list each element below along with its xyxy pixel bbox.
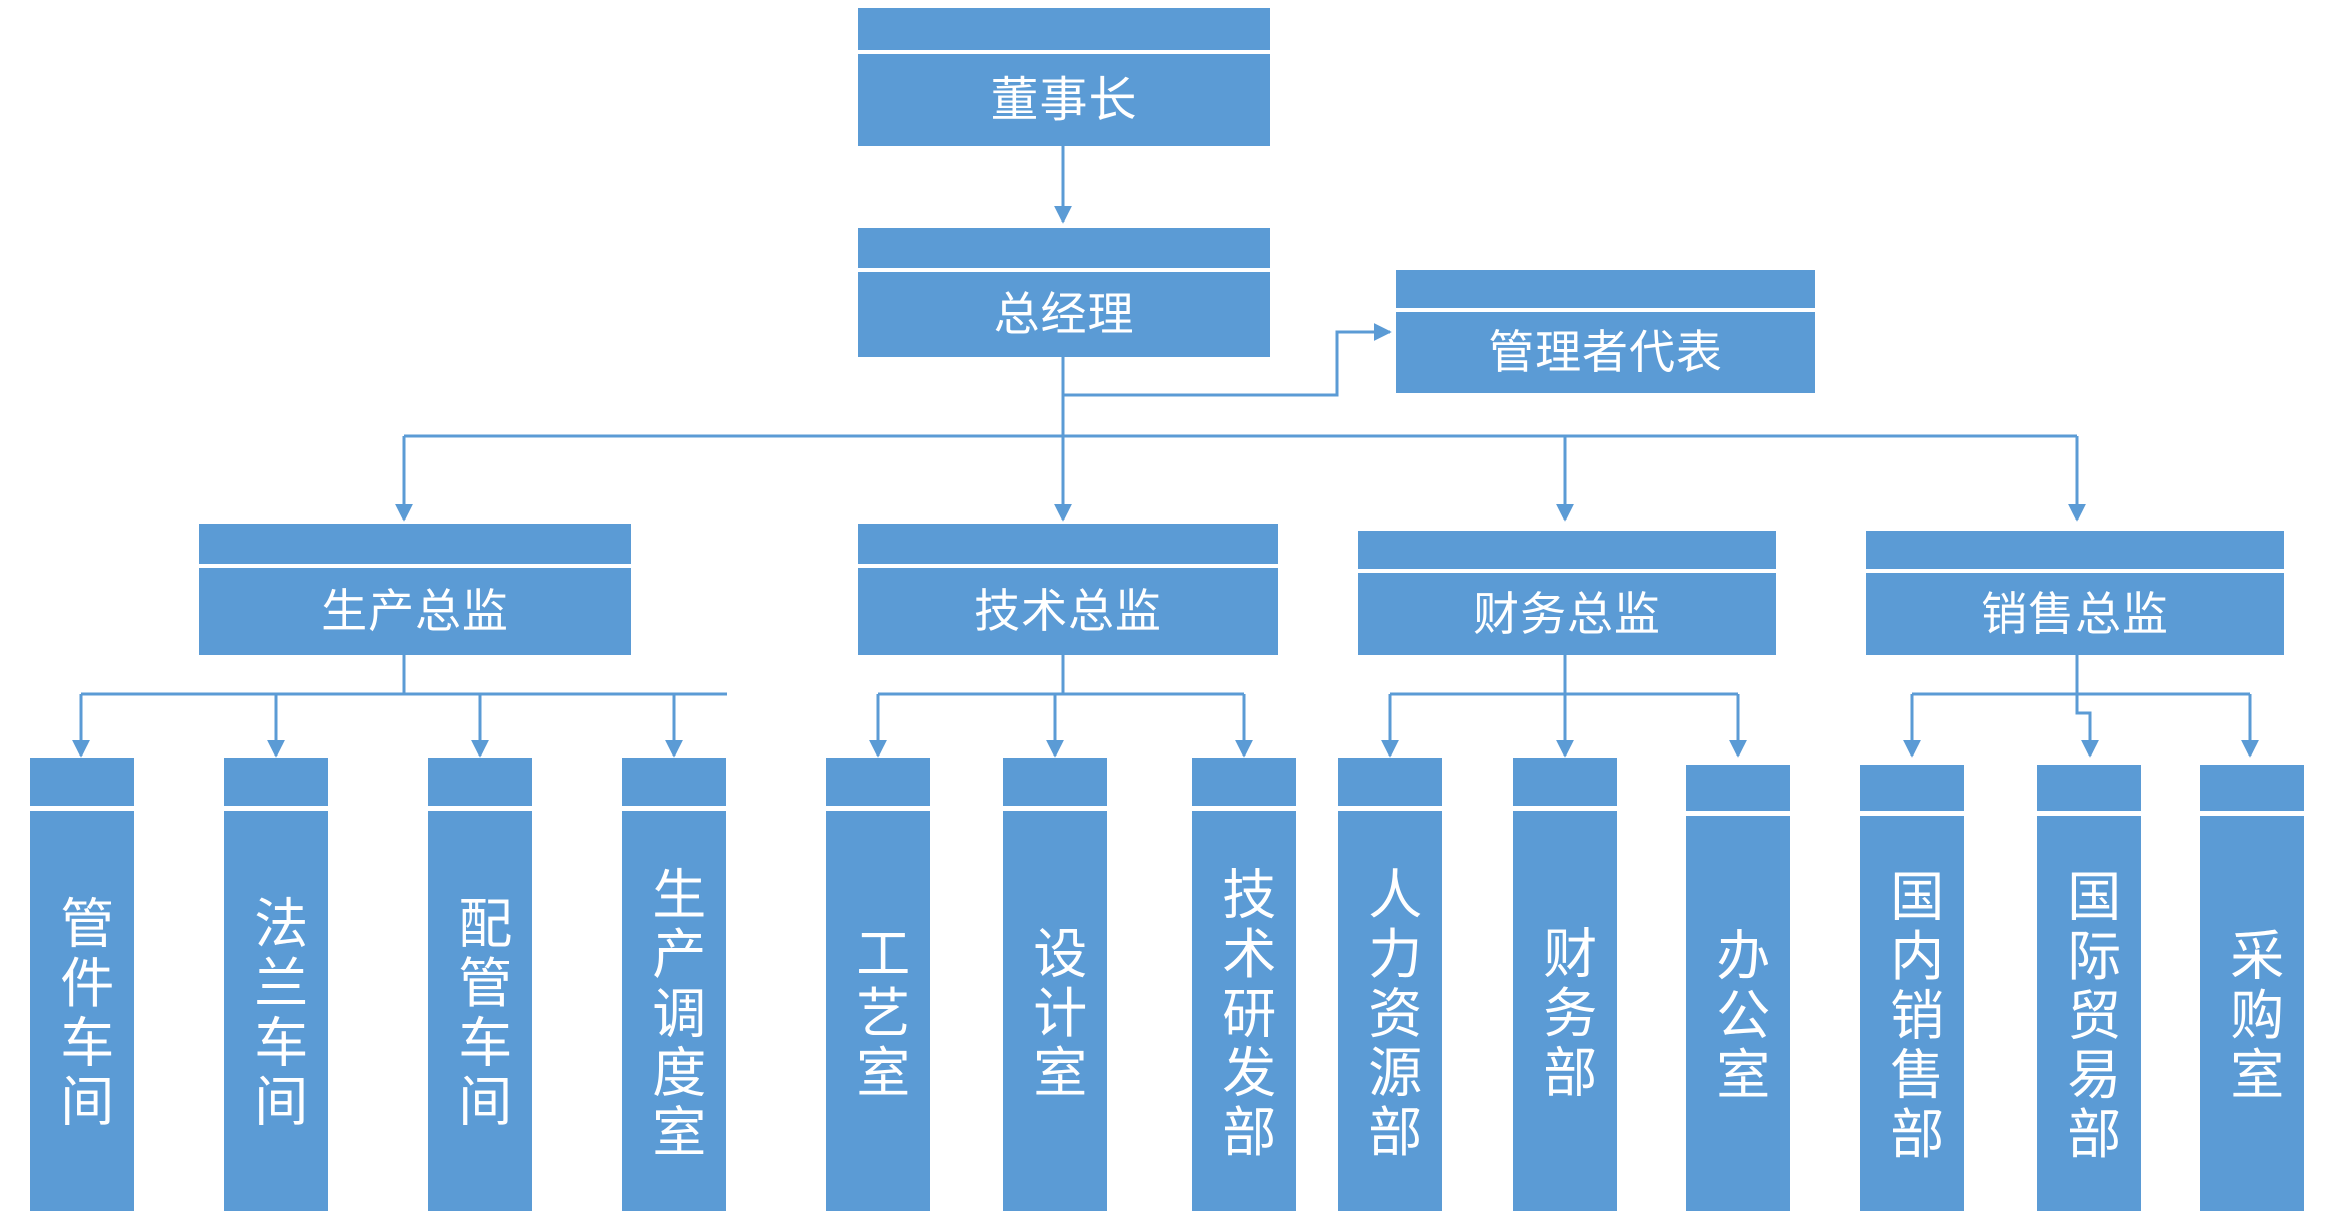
node-piping-workshop-label: 配管车间 <box>428 811 532 1211</box>
node-cap <box>1513 758 1617 806</box>
node-finance-department[interactable]: 财务部 <box>1513 758 1617 1211</box>
node-cap <box>30 758 134 806</box>
node-cap <box>199 524 631 564</box>
node-design-office[interactable]: 设计室 <box>1003 758 1107 1211</box>
node-production-scheduling-room-label: 生产调度室 <box>622 811 726 1211</box>
node-finance-director-label: 财务总监 <box>1358 573 1776 655</box>
node-cap <box>622 758 726 806</box>
node-finance-director[interactable]: 财务总监 <box>1358 531 1776 655</box>
node-office[interactable]: 办公室 <box>1686 765 1790 1211</box>
node-cap <box>858 524 1278 564</box>
node-technical-director[interactable]: 技术总监 <box>858 524 1278 655</box>
node-pipe-workshop-label: 管件车间 <box>30 811 134 1211</box>
node-production-director[interactable]: 生产总监 <box>199 524 631 655</box>
node-cap <box>826 758 930 806</box>
node-cap <box>1338 758 1442 806</box>
node-cap <box>428 758 532 806</box>
node-hr-department-label: 人力资源部 <box>1338 811 1442 1211</box>
node-cap <box>1860 765 1964 811</box>
node-production-director-label: 生产总监 <box>199 568 631 655</box>
node-office-label: 办公室 <box>1686 816 1790 1211</box>
node-process-office[interactable]: 工艺室 <box>826 758 930 1211</box>
node-sales-director[interactable]: 销售总监 <box>1866 531 2284 655</box>
node-cap <box>1358 531 1776 569</box>
node-domestic-sales-department-label: 国内销售部 <box>1860 816 1964 1211</box>
node-cap <box>1686 765 1790 811</box>
node-cap <box>858 228 1270 268</box>
node-cap <box>858 8 1270 50</box>
node-international-trade-department-label: 国际贸易部 <box>2037 816 2141 1211</box>
edge-to-intl-trade <box>2075 694 2099 758</box>
node-chairman[interactable]: 董事长 <box>858 8 1270 146</box>
node-technical-director-label: 技术总监 <box>858 568 1278 655</box>
node-cap <box>1192 758 1296 806</box>
node-cap <box>1396 270 1815 308</box>
node-cap <box>2200 765 2304 811</box>
node-flange-workshop-label: 法兰车间 <box>224 811 328 1211</box>
node-production-scheduling-room[interactable]: 生产调度室 <box>622 758 726 1211</box>
node-piping-workshop[interactable]: 配管车间 <box>428 758 532 1211</box>
node-hr-department[interactable]: 人力资源部 <box>1338 758 1442 1211</box>
node-cap <box>1003 758 1107 806</box>
node-cap <box>2037 765 2141 811</box>
node-process-office-label: 工艺室 <box>826 811 930 1211</box>
node-international-trade-department[interactable]: 国际贸易部 <box>2037 765 2141 1211</box>
node-general-manager[interactable]: 总经理 <box>858 228 1270 357</box>
node-rnd-department-label: 技术研发部 <box>1192 811 1296 1211</box>
node-rnd-department[interactable]: 技术研发部 <box>1192 758 1296 1211</box>
node-general-manager-label: 总经理 <box>858 272 1270 357</box>
node-flange-workshop[interactable]: 法兰车间 <box>224 758 328 1211</box>
node-cap <box>224 758 328 806</box>
node-design-office-label: 设计室 <box>1003 811 1107 1211</box>
node-pipe-workshop[interactable]: 管件车间 <box>30 758 134 1211</box>
node-management-representative[interactable]: 管理者代表 <box>1396 270 1815 393</box>
node-purchasing-office[interactable]: 采购室 <box>2200 765 2304 1211</box>
node-cap <box>1866 531 2284 569</box>
node-management-representative-label: 管理者代表 <box>1396 312 1815 393</box>
node-finance-department-label: 财务部 <box>1513 811 1617 1211</box>
node-domestic-sales-department[interactable]: 国内销售部 <box>1860 765 1964 1211</box>
node-chairman-label: 董事长 <box>858 54 1270 146</box>
node-sales-director-label: 销售总监 <box>1866 573 2284 655</box>
node-purchasing-office-label: 采购室 <box>2200 816 2304 1211</box>
